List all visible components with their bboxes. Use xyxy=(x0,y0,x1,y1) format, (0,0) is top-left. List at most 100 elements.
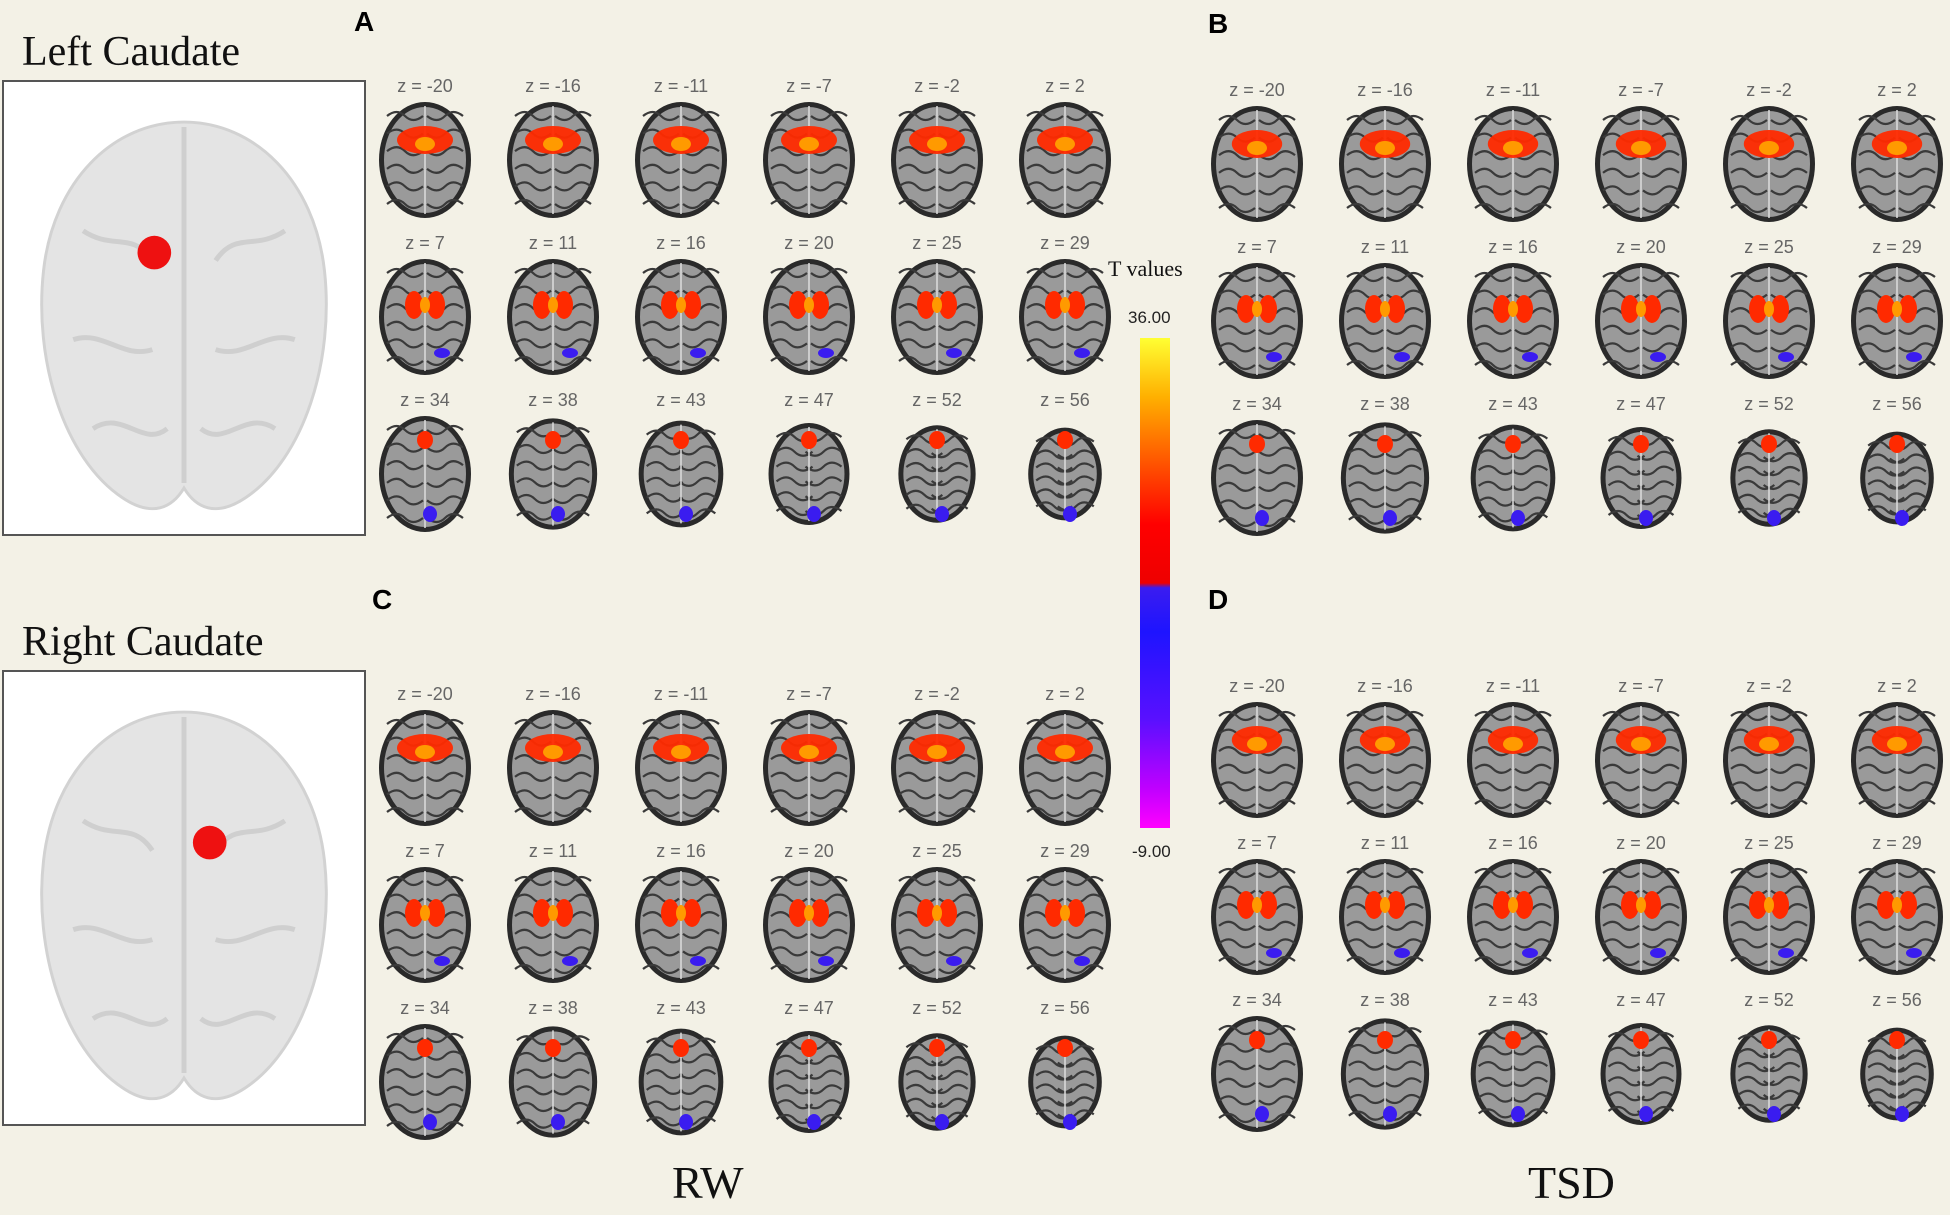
brain-slice-image xyxy=(1600,426,1682,530)
panel-letter-a: A xyxy=(354,6,375,37)
brain-slice-image xyxy=(1211,106,1303,222)
slice-z-label: z = 29 xyxy=(1040,233,1090,253)
brain-slice-image xyxy=(1730,429,1808,527)
brain-slice: z = 38 xyxy=(494,390,612,538)
brain-slice-image xyxy=(635,259,727,375)
slice-z-label: z = 34 xyxy=(400,998,450,1018)
brain-slice-image xyxy=(1467,702,1559,818)
brain-slice-image xyxy=(768,1030,850,1134)
brain-slice: z = 38 xyxy=(1326,394,1444,542)
slice-z-label: z = -2 xyxy=(914,76,960,96)
slice-z-label: z = 38 xyxy=(528,998,578,1018)
brain-slice: z = -11 xyxy=(622,684,740,832)
slice-z-label: z = 25 xyxy=(1744,833,1794,853)
brain-slice-image xyxy=(635,710,727,826)
brain-slice-image xyxy=(891,102,983,218)
brain-slice: z = 7 xyxy=(1198,237,1316,385)
brain-slice: z = 20 xyxy=(750,841,868,989)
brain-slice: z = 47 xyxy=(1582,990,1700,1138)
brain-slice: z = 52 xyxy=(1710,990,1828,1138)
brain-slice: z = 2 xyxy=(1006,76,1124,224)
slice-z-label: z = 52 xyxy=(912,390,962,410)
brain-outline-right xyxy=(40,710,328,1100)
brain-slice-image xyxy=(379,416,471,532)
colorbar xyxy=(1140,338,1170,828)
brain-slice: z = 7 xyxy=(366,233,484,381)
brain-slice: z = -2 xyxy=(1710,80,1828,228)
slice-z-label: z = 29 xyxy=(1040,841,1090,861)
brain-slice-image xyxy=(1467,263,1559,379)
brain-slice: z = 29 xyxy=(1838,237,1950,385)
brain-slice: z = 52 xyxy=(878,998,996,1146)
brain-slice-image xyxy=(1860,1027,1934,1122)
brain-slice: z = -7 xyxy=(750,684,868,832)
panel-letter-b: B xyxy=(1208,8,1229,39)
slice-z-label: z = -20 xyxy=(397,684,453,704)
brain-slice: z = -16 xyxy=(494,76,612,224)
brain-slice: z = 43 xyxy=(1454,394,1572,542)
brain-slice: z = 20 xyxy=(1582,833,1700,981)
slice-z-label: z = 16 xyxy=(1488,833,1538,853)
brain-slice-image xyxy=(1595,106,1687,222)
brain-slice: z = -2 xyxy=(878,76,996,224)
brain-slice: z = 16 xyxy=(622,233,740,381)
slice-z-label: z = -2 xyxy=(1746,676,1792,696)
brain-slice-image xyxy=(1211,702,1303,818)
panel-letter-d: D xyxy=(1208,584,1229,615)
brain-slice: z = -20 xyxy=(1198,676,1316,824)
brain-slice-image xyxy=(1723,263,1815,379)
brain-slice: z = -11 xyxy=(622,76,740,224)
brain-slice: z = 34 xyxy=(366,998,484,1146)
slice-z-label: z = 25 xyxy=(912,233,962,253)
slice-z-label: z = 43 xyxy=(1488,394,1538,414)
brain-slice-image xyxy=(507,867,599,983)
brain-slice-image xyxy=(507,102,599,218)
slice-z-label: z = 29 xyxy=(1872,237,1922,257)
colorbar-min: -9.00 xyxy=(1132,842,1171,861)
panel-letter-c: C xyxy=(372,584,393,615)
slice-z-label: z = -11 xyxy=(653,684,709,704)
brain-slice: z = 7 xyxy=(366,841,484,989)
brain-slice-image xyxy=(1723,702,1815,818)
brain-slice-image xyxy=(1595,263,1687,379)
brain-slice: z = 16 xyxy=(1454,833,1572,981)
brain-slice-image xyxy=(898,1033,976,1131)
slice-z-label: z = 34 xyxy=(1232,394,1282,414)
slice-z-label: z = -11 xyxy=(1485,676,1541,696)
brain-slice: z = -16 xyxy=(1326,676,1444,824)
colorbar-title: T values xyxy=(1108,256,1183,281)
brain-slice-image xyxy=(1339,106,1431,222)
brain-slice-image xyxy=(1211,420,1303,536)
slice-z-label: z = 20 xyxy=(1616,833,1666,853)
slice-z-label: z = 16 xyxy=(1488,237,1538,257)
brain-slice: z = 52 xyxy=(878,390,996,538)
slice-z-label: z = 56 xyxy=(1872,394,1922,414)
brain-slice: z = -20 xyxy=(366,76,484,224)
brain-slice: z = 29 xyxy=(1838,833,1950,981)
seed-image-right-caudate xyxy=(2,670,366,1126)
brain-slice-image xyxy=(1851,859,1943,975)
brain-slice: z = 16 xyxy=(622,841,740,989)
slice-z-label: z = 2 xyxy=(1877,80,1917,100)
brain-slice: z = -16 xyxy=(494,684,612,832)
brain-slice-image xyxy=(763,710,855,826)
slice-z-label: z = -11 xyxy=(1485,80,1541,100)
slice-z-label: z = 34 xyxy=(1232,990,1282,1010)
brain-outline-left xyxy=(40,120,328,510)
slice-z-label: z = -20 xyxy=(397,76,453,96)
brain-slice: z = 25 xyxy=(1710,237,1828,385)
slice-z-label: z = 11 xyxy=(1360,833,1410,853)
slice-z-label: z = -7 xyxy=(786,684,832,704)
seed-label-left: Left Caudate xyxy=(22,29,241,75)
slice-z-label: z = 7 xyxy=(405,841,445,861)
brain-slice: z = 11 xyxy=(494,233,612,381)
brain-slice: z = -2 xyxy=(1710,676,1828,824)
brain-slice-image xyxy=(891,259,983,375)
slice-z-label: z = 43 xyxy=(1488,990,1538,1010)
brain-slice: z = -20 xyxy=(1198,80,1316,228)
slice-z-label: z = -16 xyxy=(525,684,581,704)
brain-slice-image xyxy=(1730,1025,1808,1123)
brain-slice-image xyxy=(1339,702,1431,818)
slice-z-label: z = -2 xyxy=(914,684,960,704)
brain-slice-image xyxy=(1019,710,1111,826)
